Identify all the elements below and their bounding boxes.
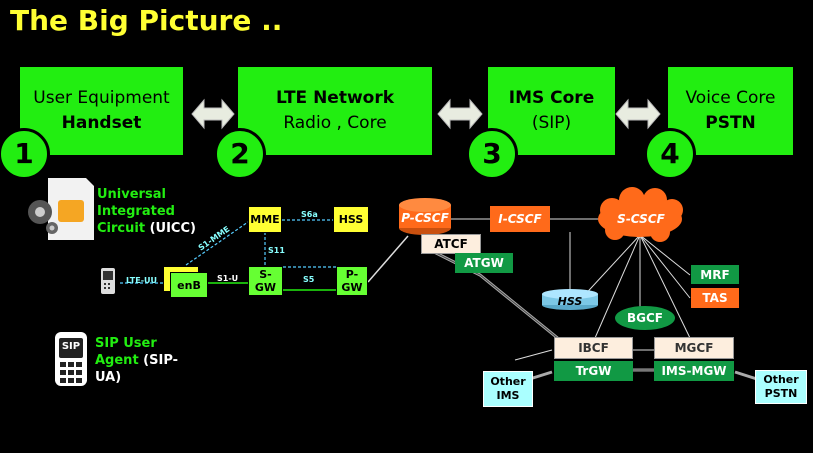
sip-icon-text: SIP	[61, 341, 81, 352]
page-title: The Big Picture ..	[10, 4, 283, 37]
enb-node: enB	[170, 272, 208, 298]
hss-lte-node: HSS	[333, 206, 369, 233]
mgcf-node: MGCF	[654, 337, 734, 359]
stage-2-line1: LTE Network	[275, 88, 395, 108]
s6a-label: S6a	[301, 210, 318, 219]
other-pstn-line2: PSTN	[764, 387, 798, 400]
stage-2-line2: Radio , Core	[283, 113, 387, 133]
stage-4-number: 4	[644, 128, 696, 180]
bgcf-node: BGCF	[615, 306, 675, 330]
double-arrow-2-3	[437, 98, 483, 130]
sip-line1: SIP User	[95, 336, 157, 351]
tas-node: TAS	[691, 288, 739, 308]
atgw-node: ATGW	[455, 253, 513, 273]
s5-label: S5	[303, 275, 315, 284]
s11-label: S11	[268, 246, 285, 255]
stage-2-number: 2	[214, 128, 266, 180]
atcf-node: ATCF	[421, 234, 481, 254]
uicc-label: Universal Integrated Circuit (UICC)	[97, 186, 196, 237]
lteuu-label: LTE-UU	[126, 276, 158, 285]
ims-mgw-node: IMS-MGW	[654, 361, 734, 381]
uicc-line1: Universal	[97, 187, 166, 202]
uicc-line2: Integrated	[97, 204, 175, 219]
hss-ims-node: HSS	[557, 294, 583, 308]
stage-3-line1: IMS Core	[508, 88, 595, 108]
scscf-node: S-CSCF	[617, 212, 665, 226]
stage-3-line2: (SIP)	[531, 113, 572, 133]
double-arrow-1-2	[191, 98, 235, 130]
mme-node: MME	[248, 206, 282, 233]
ibcf-node: IBCF	[554, 337, 633, 359]
mrf-node: MRF	[691, 265, 739, 284]
uicc-line3: Circuit	[97, 221, 146, 236]
sip-line3: UA)	[95, 370, 122, 385]
stage-1-line1: User Equipment	[33, 88, 170, 108]
trgw-node: TrGW	[554, 361, 633, 381]
other-pstn-node: Other PSTN	[755, 370, 807, 404]
double-arrow-3-4	[615, 98, 661, 130]
stage-4-line2: PSTN	[705, 113, 756, 133]
stage-1-line2: Handset	[61, 113, 142, 133]
other-ims-line2: IMS	[496, 389, 520, 402]
uicc-line3-suffix: (UICC)	[145, 221, 196, 236]
other-ims-node: Other IMS	[483, 371, 533, 407]
other-pstn-line1: Other	[763, 373, 799, 386]
pcscf-node: P-CSCF	[401, 211, 449, 225]
s1u-label: S1-U	[217, 274, 239, 283]
stage-user-equipment: User Equipment Handset	[20, 67, 183, 155]
other-ims-line1: Other	[490, 375, 526, 388]
stage-1-number: 1	[0, 128, 50, 180]
sip-line2: Agent	[95, 353, 139, 368]
sip-label: SIP User Agent (SIP- UA)	[95, 335, 178, 386]
sgw-node: S-GW	[248, 266, 283, 296]
stage-4-line1: Voice Core	[685, 88, 776, 108]
sip-line2-suffix: (SIP-	[138, 353, 179, 368]
icscf-node: I-CSCF	[490, 206, 550, 232]
stage-3-number: 3	[466, 128, 518, 180]
stage-lte-network: LTE Network Radio , Core	[238, 67, 432, 155]
pgw-node: P-GW	[336, 266, 368, 296]
